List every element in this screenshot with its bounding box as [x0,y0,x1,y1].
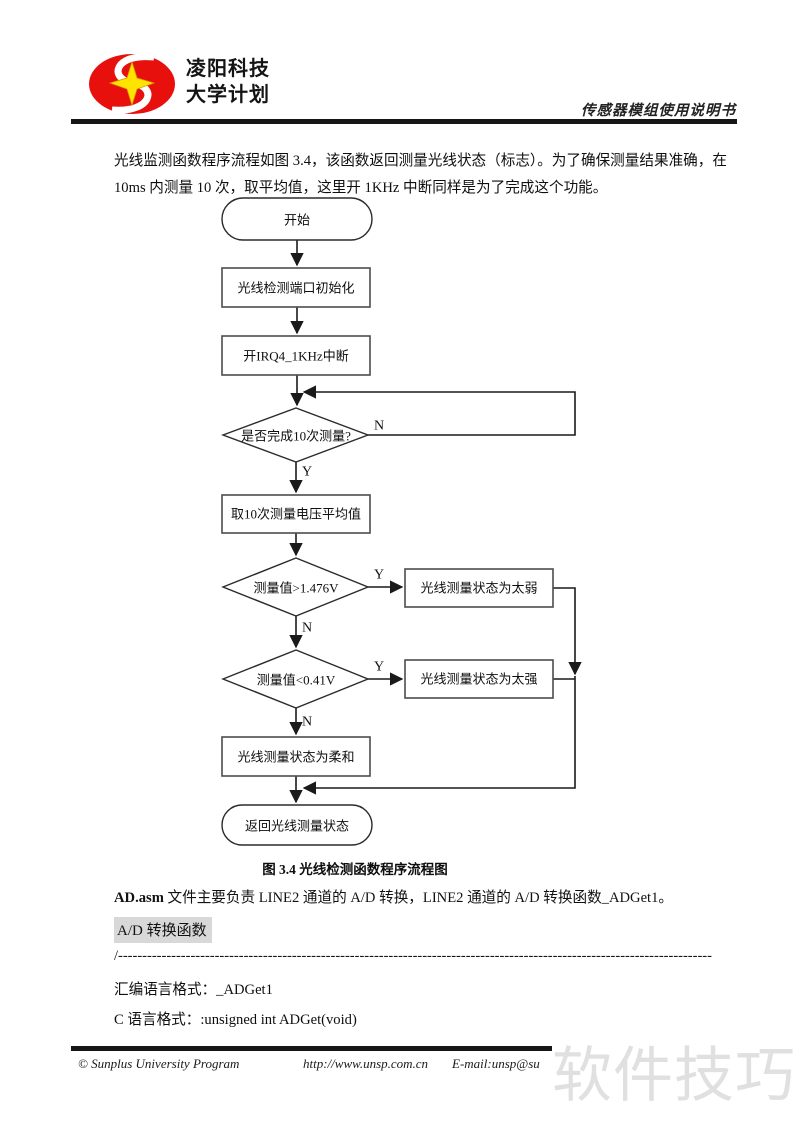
node-end [221,804,373,846]
node-start-label: 开始 [284,213,310,228]
node-soft [221,736,371,777]
node-average [221,494,371,534]
intro-line-2: 10ms 内测量 10 次，取平均值，这里开 1KHz 中断同样是为了完成这个功… [114,180,608,196]
node-start [221,197,373,241]
logo-svg [89,53,175,114]
label-yes-2: Y [374,568,384,583]
dashed-divider: /---------------------------------------… [114,948,712,964]
intro-paragraph: 光线监测函数程序流程如图 3.4，该函数返回测量光线状态（标志）。为了确保测量结… [114,148,736,202]
node-open-irq [221,335,371,376]
node-end-label: 返回光线测量状态 [245,819,349,834]
footer-rule [71,1046,737,1051]
logo-line2: 大学计划 [186,84,270,106]
figure-caption: 图 3.4 光线检测函数程序流程图 [262,862,448,877]
ad-function-heading: A/D 转换函数 [114,917,212,943]
node-decision-low-label: 测量值<0.41V [257,673,336,688]
watermark-text: 软件技巧 [552,1030,800,1110]
node-decision-high-label: 测量值>1.476V [254,581,340,596]
node-too-strong-label: 光线测量状态为太强 [420,672,537,687]
asm-format-line: 汇编语言格式：_ADGet1 [114,982,273,998]
ad-paragraph: AD.asm 文件主要负责 LINE2 通道的 A/D 转换，LINE2 通道的… [114,886,736,911]
label-yes-3: Y [374,660,384,675]
node-init-port [221,267,371,308]
logo-star-icon [108,60,156,107]
edge-right-merge [302,676,576,795]
doc-title: 传感器模组使用说明书 [581,103,736,119]
node-average-label: 取10次测量电压平均值 [231,507,361,522]
node-open-irq-label: 开IRQ4_1KHz中断 [243,349,348,364]
node-decision-ten-label: 是否完成10次测量? [241,429,351,444]
sunplus-logo-icon [88,52,178,116]
footer-copyright: © Sunplus University Program [78,1056,240,1071]
node-too-weak [404,568,554,608]
c-format-line: C 语言格式：:unsigned int ADGet(void) [114,1012,357,1028]
label-no-2: N [302,621,312,636]
label-no-1: N [374,419,384,434]
logo-text: 凌阳科技 大学计划 [186,56,270,108]
logo-line1: 凌阳科技 [186,58,270,80]
footer-url: http://www.unsp.com.cn [303,1056,429,1071]
intro-line-1: 光线监测函数程序流程如图 3.4，该函数返回测量光线状态（标志）。为了确保测量结… [114,153,727,169]
node-too-weak-label: 光线测量状态为太弱 [420,581,537,596]
node-init-port-label: 光线检测端口初始化 [237,281,354,296]
label-no-3: N [302,715,312,730]
edge-loopback-no [302,385,576,436]
header-rule [71,119,737,124]
ad-paragraph-rest: 文件主要负责 LINE2 通道的 A/D 转换，LINE2 通道的 A/D 转换… [163,890,673,906]
node-decision-high [221,557,370,617]
ad-file-name: AD.asm [114,890,164,906]
node-decision-low [221,649,370,709]
flowchart: 开始 光线检测端口初始化 开IRQ4_1KHz中断 是否完成10次测量? N Y… [220,197,582,846]
label-yes-1: Y [302,465,312,480]
edge-tooweak-down [553,587,582,676]
node-too-strong [404,659,554,699]
footer-email: E-mail:unsp@su [452,1056,540,1071]
node-decision-ten [220,407,370,463]
node-soft-label: 光线测量状态为柔和 [237,750,354,765]
